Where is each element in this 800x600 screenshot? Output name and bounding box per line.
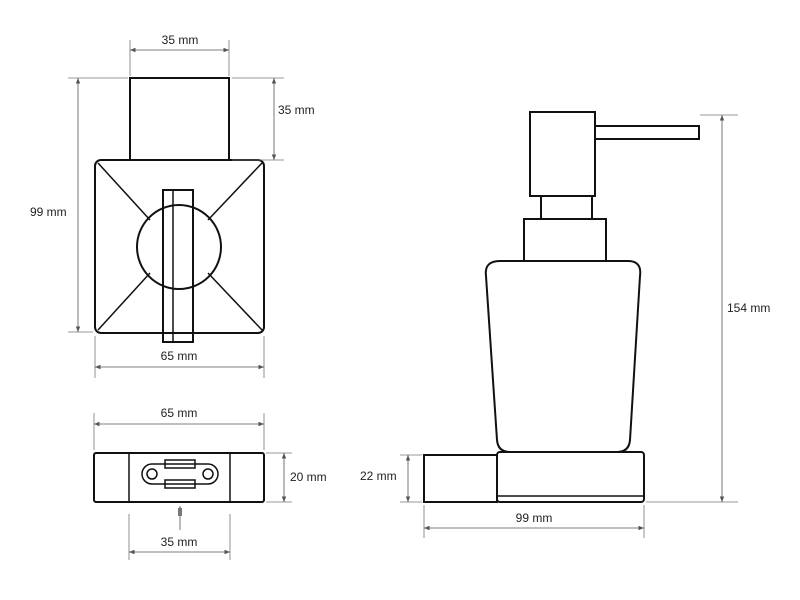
front-chamfer-line <box>207 162 263 221</box>
mounting-hole <box>202 468 214 480</box>
dimension-label-front-top-height: 35 mm <box>278 103 315 117</box>
front-chamfer-line <box>97 272 151 331</box>
bottle-collar <box>523 218 607 262</box>
bottom-inner-frame <box>128 452 231 503</box>
screw-marker-head <box>178 508 182 516</box>
side-view: 154 mm 22 mm 99 mm <box>360 111 770 538</box>
dimension-label-bottom-height: 20 mm <box>290 470 327 484</box>
front-chamfer-line <box>97 162 151 221</box>
front-top-block <box>129 77 230 161</box>
dimension-label-front-top-width: 35 mm <box>162 33 199 47</box>
mounting-slot <box>141 463 219 485</box>
holder-ring <box>496 451 645 503</box>
mounting-hole <box>146 468 158 480</box>
dimension-label-front-base-width: 65 mm <box>161 349 198 363</box>
front-vertical-arm <box>162 189 194 343</box>
dimension-label-side-total-height: 154 mm <box>727 301 770 315</box>
dimension-label-bottom-inner-width: 35 mm <box>161 535 198 549</box>
front-wall-plate <box>94 159 265 334</box>
dimension-label-side-depth: 99 mm <box>516 511 553 525</box>
dimension-label-bottom-width: 65 mm <box>161 406 198 420</box>
dimension-label-side-base-height: 22 mm <box>360 469 397 483</box>
pump-neck <box>540 195 593 220</box>
bottom-view: 65 mm 20 mm 35 mm <box>93 406 327 560</box>
pump-spout <box>594 125 700 140</box>
dimension-label-front-total-height: 99 mm <box>30 205 67 219</box>
bottle-body <box>484 260 642 453</box>
front-center-disc <box>136 204 222 290</box>
front-chamfer-line <box>207 272 263 331</box>
pump-head <box>529 111 596 197</box>
wall-bracket <box>423 454 498 503</box>
clip-top <box>164 459 196 469</box>
clip-bottom <box>164 479 196 489</box>
front-view: 35 mm 35 mm 99 mm 65 mm <box>30 33 315 378</box>
